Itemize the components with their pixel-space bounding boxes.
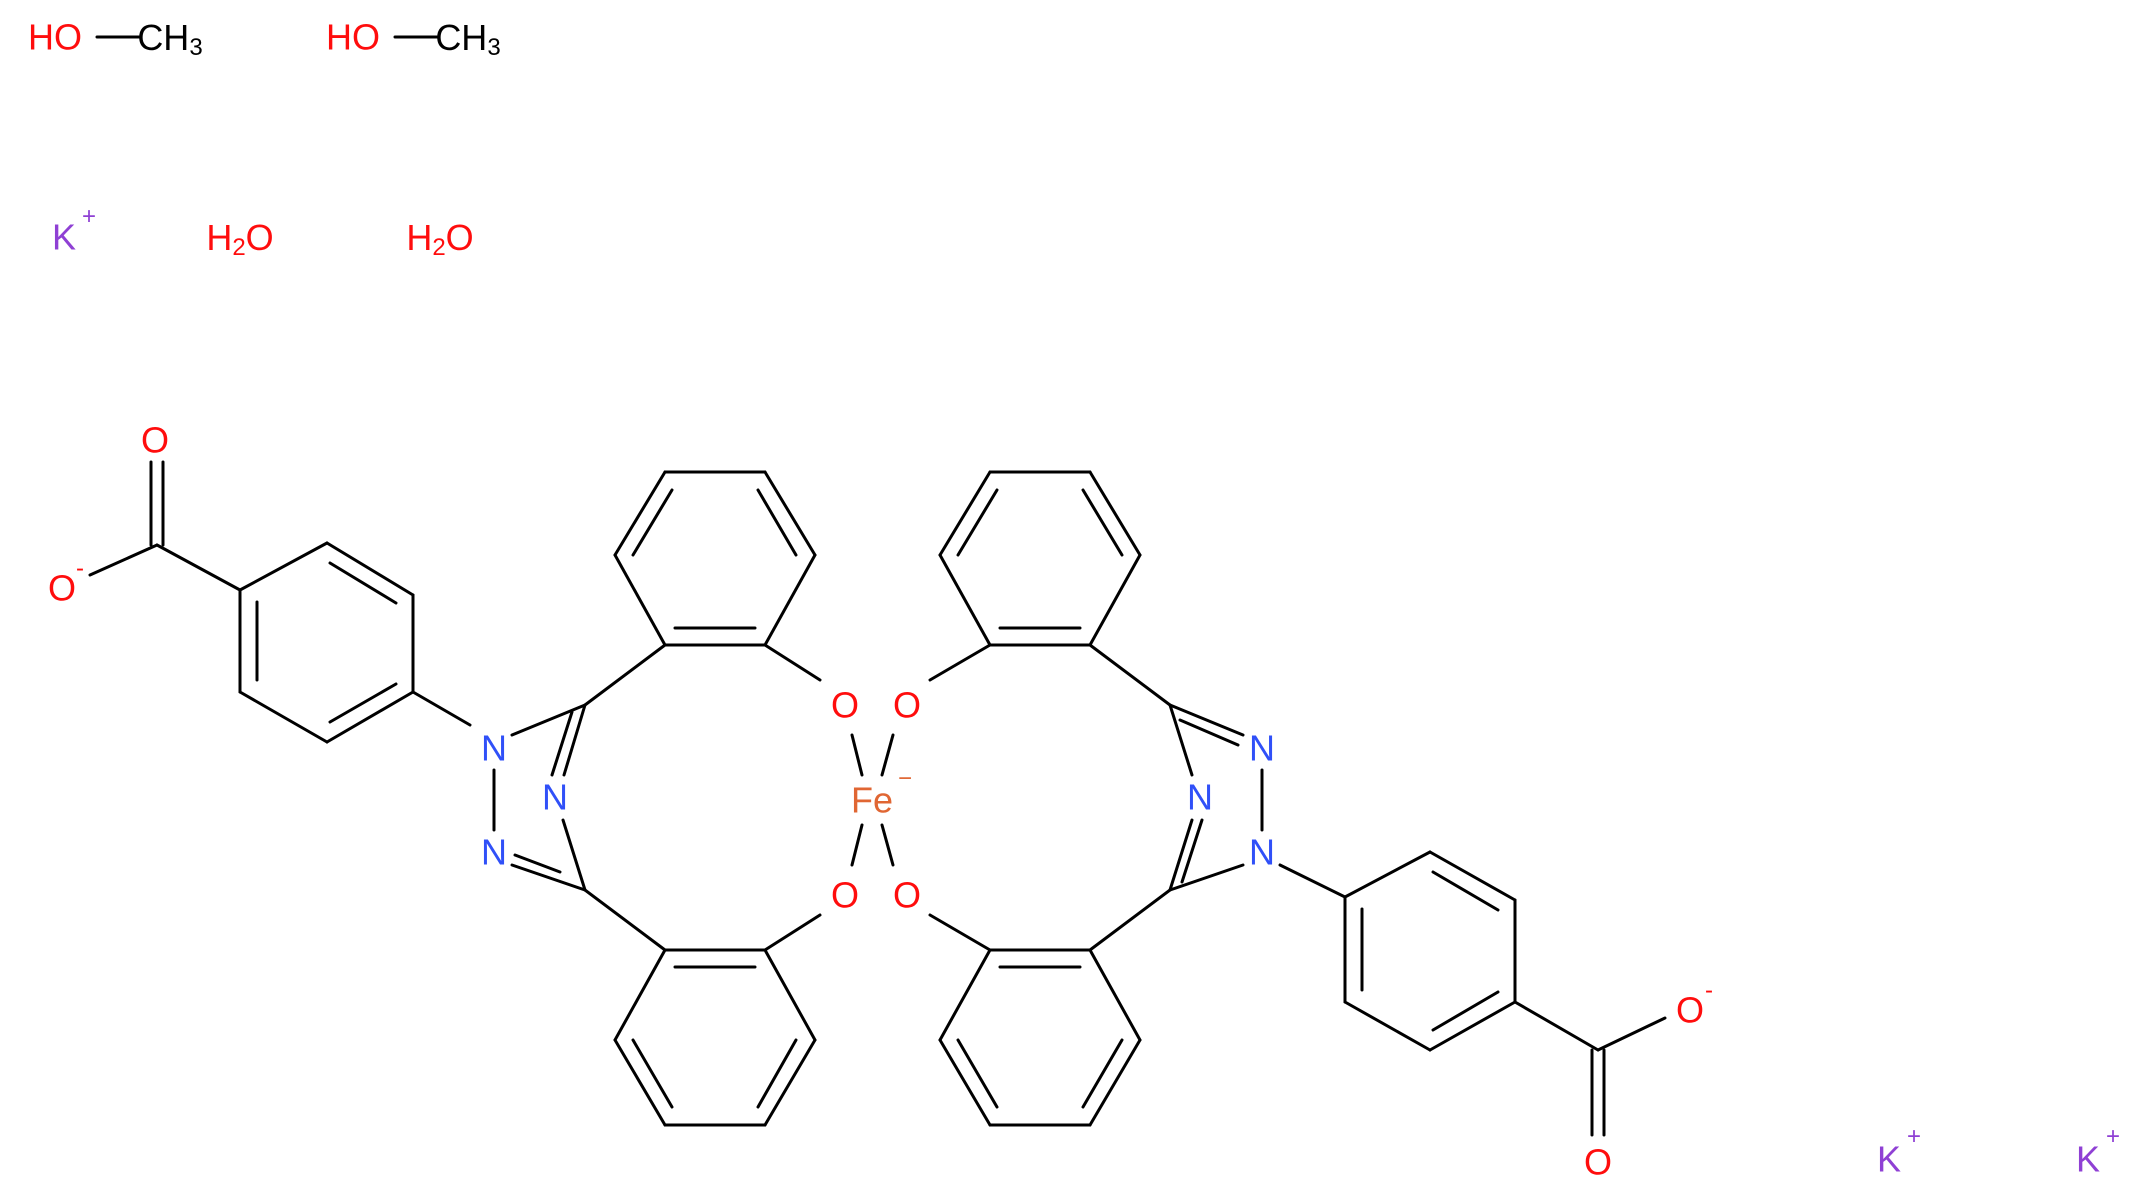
right-triazole-n3: N: [1249, 832, 1275, 873]
potassium-3-charge: +: [2106, 1123, 2120, 1150]
upper-right-phenol: [928, 470, 1172, 707]
methanol-1: HO CH3: [28, 17, 203, 61]
left-carboxyl-charge: -: [76, 555, 84, 582]
iron-charge: −: [898, 765, 912, 792]
potassium-ion-1: K +: [52, 203, 96, 258]
right-carboxyl-o-double: O: [1584, 1142, 1612, 1183]
right-carboxyl-o-minus: O: [1676, 990, 1704, 1031]
iron-symbol: Fe: [851, 780, 893, 821]
potassium-2-charge: +: [1907, 1123, 1921, 1150]
lower-right-phenol: [928, 888, 1172, 1127]
water-2: H2O: [406, 217, 473, 261]
left-triazole-n1: N: [481, 728, 507, 769]
iron-center: Fe − O O: [850, 685, 921, 916]
left-triazole-n2: N: [542, 777, 568, 818]
methanol-1-ch: CH3: [137, 17, 202, 61]
left-carboxyl-o-minus: O: [48, 568, 76, 609]
left-triazole-n3: N: [481, 832, 507, 873]
phenoxide-o-2: O: [831, 875, 859, 916]
methanol-2-ho: HO: [326, 17, 380, 58]
methanol-2-ch: CH3: [435, 17, 500, 61]
methanol-2: HO CH3: [326, 17, 501, 61]
water-1-formula: H2O: [206, 217, 273, 261]
right-carboxyl-charge: -: [1705, 977, 1713, 1004]
water-2-formula: H2O: [406, 217, 473, 261]
water-1: H2O: [206, 217, 273, 261]
phenoxide-o-4: O: [893, 875, 921, 916]
phenoxide-o-3: O: [893, 685, 921, 726]
right-triazole-n1: N: [1249, 728, 1275, 769]
right-benzoate: O O -: [1343, 850, 1713, 1183]
right-triazole-n2: N: [1187, 777, 1213, 818]
left-triazole: N N N: [481, 703, 587, 892]
potassium-2-symbol: K: [1877, 1139, 1901, 1180]
left-carboxyl-o-double: O: [141, 420, 169, 461]
phenoxide-o-1: O: [831, 685, 859, 726]
lower-left-phenol: O: [583, 875, 859, 1127]
left-benzoate: O O -: [48, 420, 472, 744]
potassium-ion-2: K +: [1877, 1123, 1921, 1180]
potassium-1-charge: +: [82, 203, 96, 230]
potassium-ion-3: K +: [2076, 1123, 2120, 1180]
upper-left-phenol: O: [583, 470, 859, 726]
right-triazole: N N N: [1168, 703, 1347, 899]
potassium-1-symbol: K: [52, 217, 76, 258]
methanol-1-ho: HO: [28, 17, 82, 58]
potassium-3-symbol: K: [2076, 1139, 2100, 1180]
